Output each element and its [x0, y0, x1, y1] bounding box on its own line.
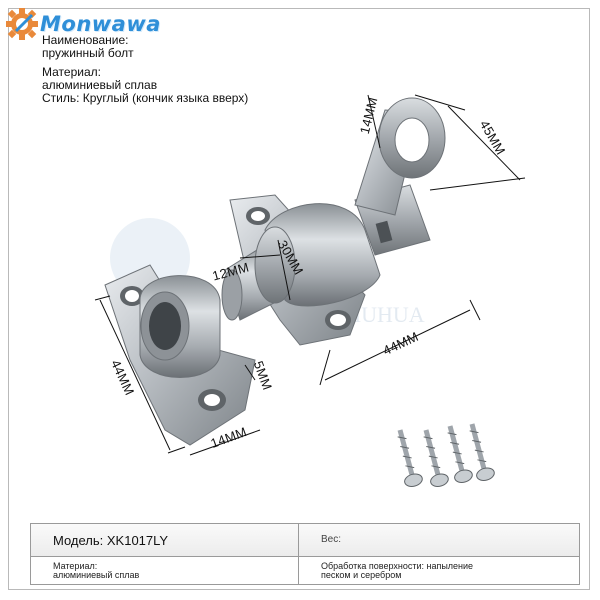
material-value: алюминиевый сплав: [42, 78, 158, 92]
model-label: Модель: XK1017LY: [53, 533, 169, 548]
screws-image: [397, 423, 495, 487]
name-value: пружинный болт: [42, 46, 134, 60]
gear-icon: [6, 8, 38, 40]
table-material: Материал: алюминиевый сплав: [53, 561, 140, 580]
image-frame: [8, 8, 590, 590]
bolt-part: [221, 97, 446, 346]
table-surface: Обработка поверхности: напыление песком …: [321, 561, 474, 580]
weight-label: Вес:: [321, 534, 342, 545]
product-info: Наименование: пружинный болт Материал: а…: [42, 34, 157, 92]
spec-table: Модель: XK1017LY Вес: Материал: алюминие…: [30, 523, 580, 585]
spec-table-row: Модель: XK1017LY Вес:: [31, 524, 579, 557]
brand-logo-text: Monwawa: [40, 12, 161, 36]
brand-logo: Monwawa: [4, 4, 174, 44]
style-line: Стиль: Круглый (кончик языка вверх): [42, 91, 249, 105]
dimension-lines: [94, 94, 526, 456]
product-illustration: HUZHUHUA: [94, 94, 526, 487]
material-label: Материал:: [42, 65, 101, 79]
keeper-part: [104, 264, 256, 446]
spec-table-row: Материал: алюминиевый сплав Обработка по…: [31, 557, 579, 584]
name-label: Наименование:: [42, 33, 129, 47]
